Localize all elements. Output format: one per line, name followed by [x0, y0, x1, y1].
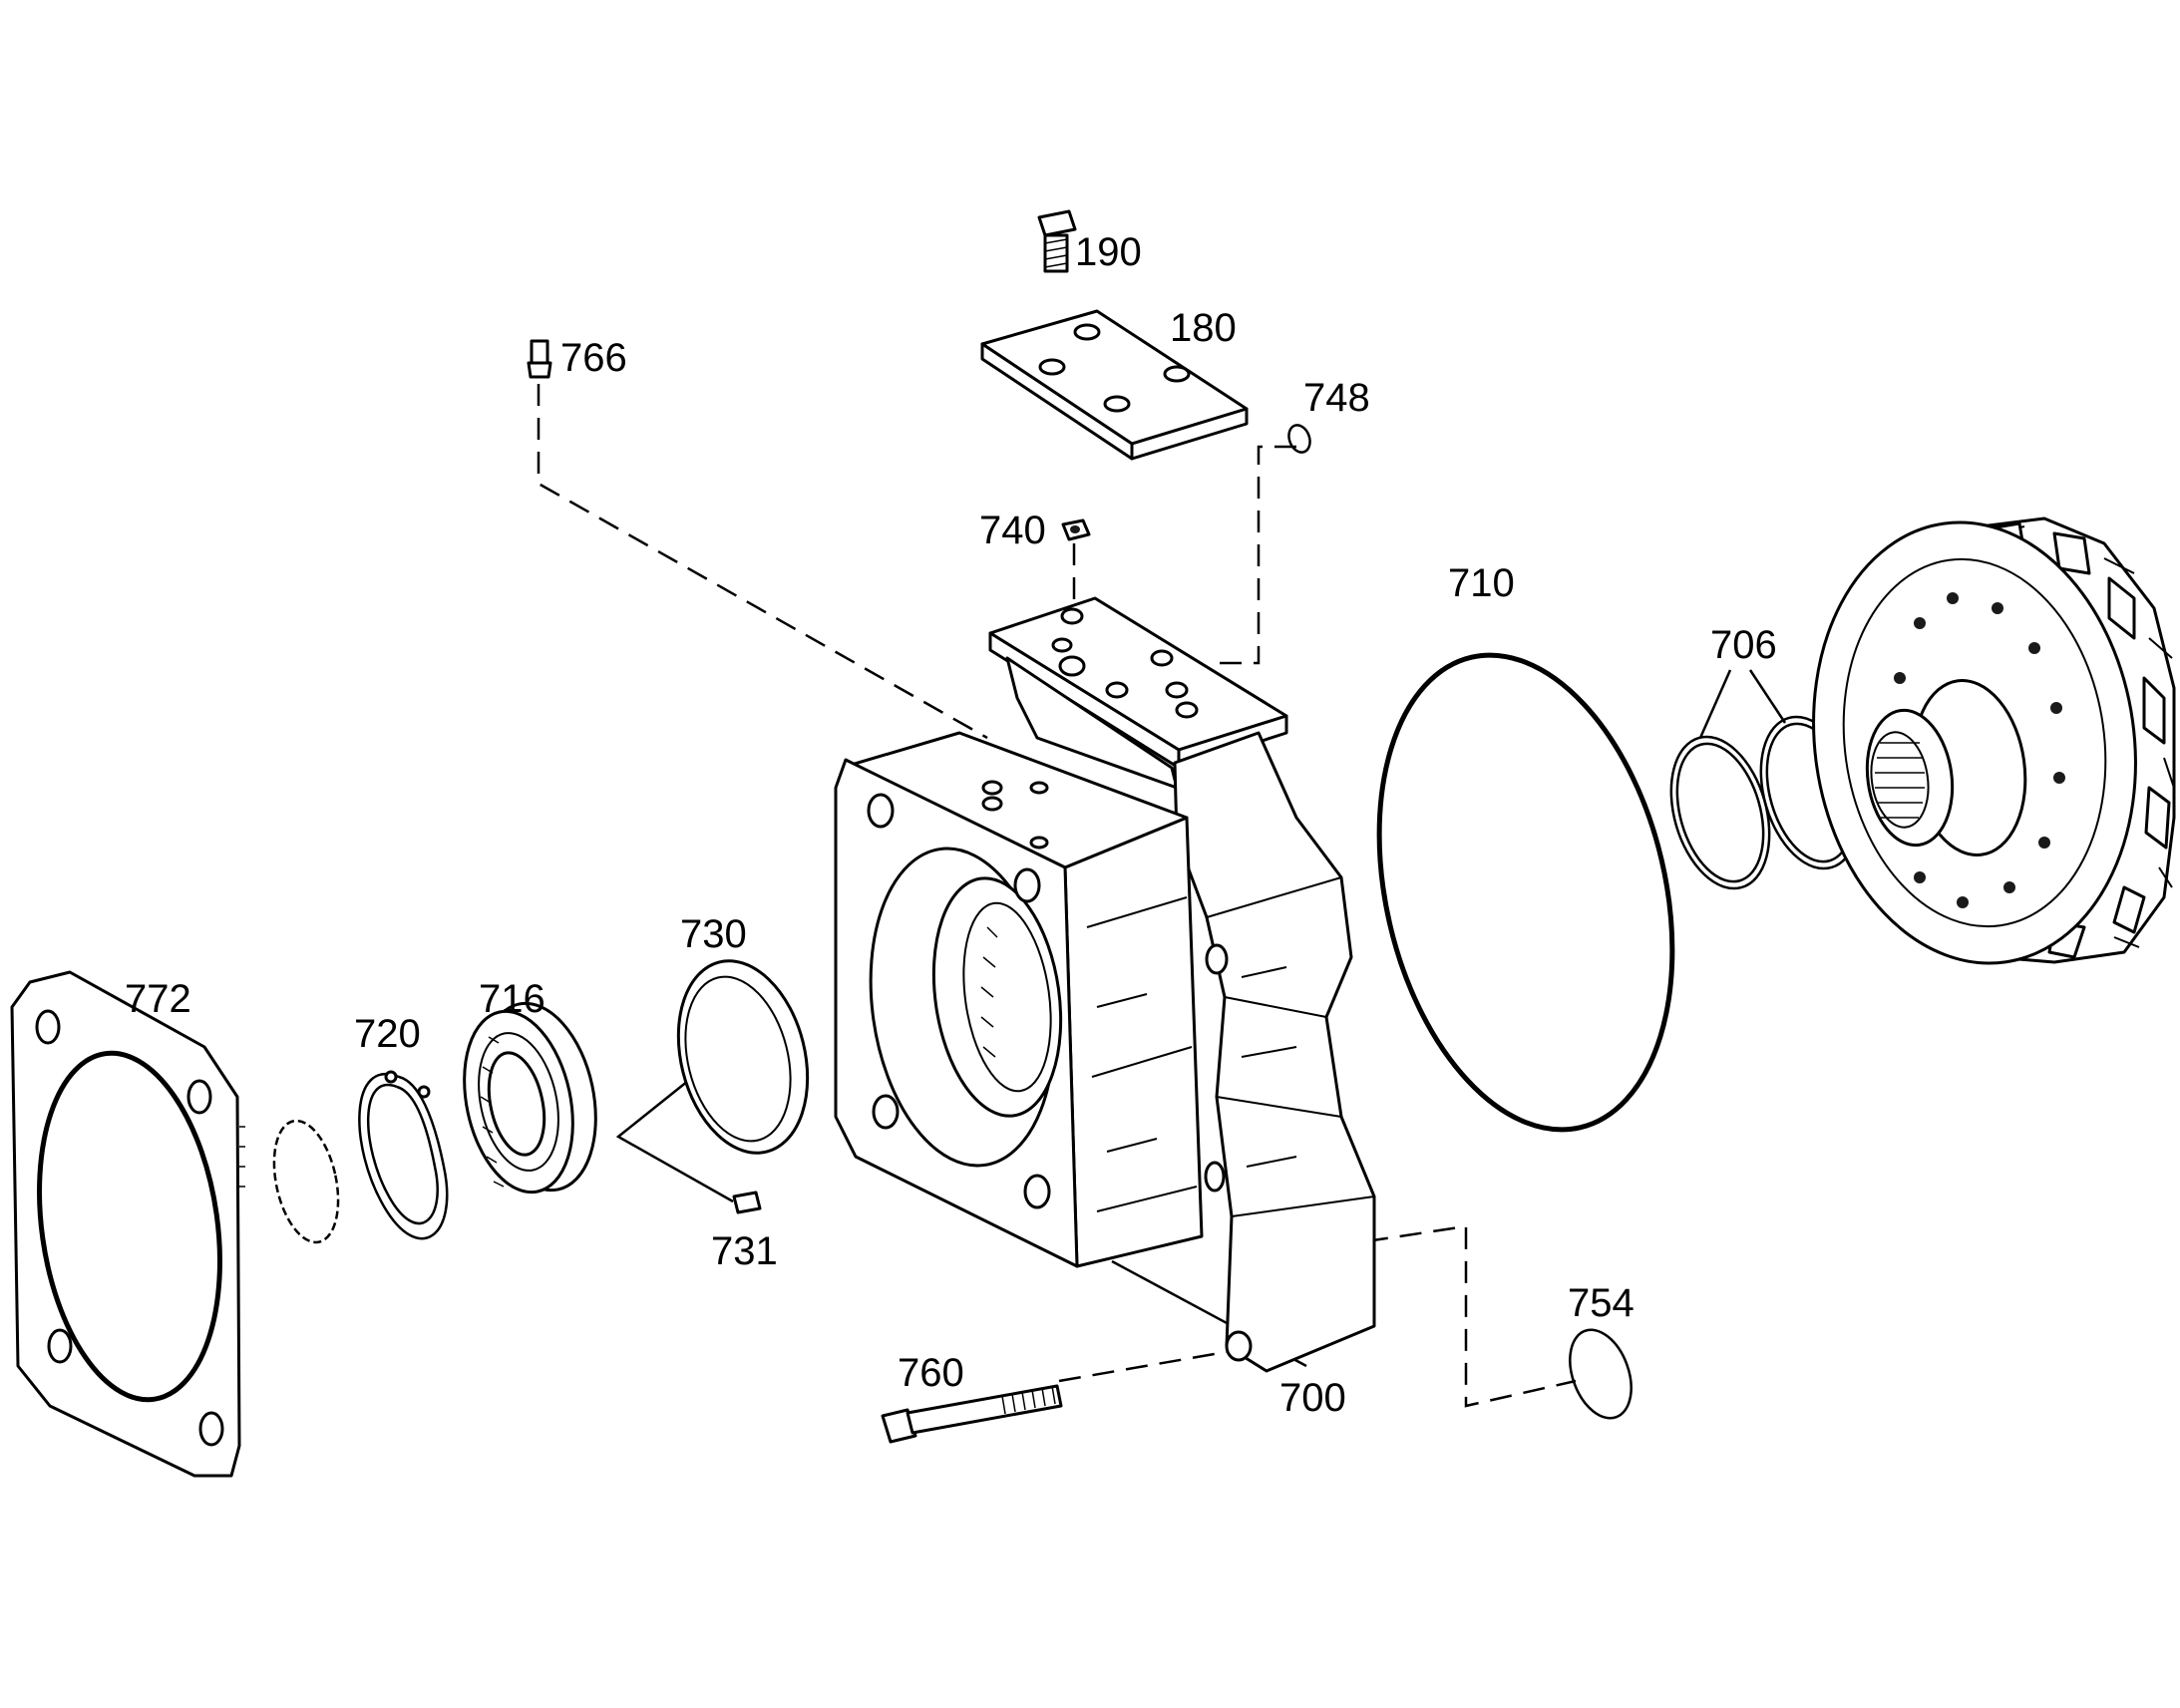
part-772-gasket — [10, 970, 245, 1478]
label-716: 716 — [479, 977, 545, 1021]
plate-hole-1 — [1073, 323, 1101, 341]
part-731-key — [732, 1191, 762, 1214]
part-760-bolt — [881, 1384, 1063, 1444]
wire-ring — [272, 1119, 340, 1244]
leader-731 — [615, 1064, 734, 1203]
part-710-large-o-ring — [1376, 652, 1675, 1133]
part-190-bolt — [1037, 209, 1077, 273]
leader-706-left — [1698, 669, 1732, 739]
clutch-drum-assembly — [1812, 516, 2176, 965]
assembly-line-766 — [537, 384, 988, 740]
part-720-snap-ring — [358, 1070, 449, 1240]
label-748: 748 — [1303, 376, 1370, 420]
leader-706-right — [1748, 669, 1787, 724]
label-720: 720 — [354, 1012, 421, 1056]
assembly-line-754 — [1365, 1224, 1577, 1408]
label-740: 740 — [979, 509, 1046, 552]
plate-hole-4 — [1103, 395, 1131, 413]
label-180: 180 — [1170, 306, 1237, 350]
label-710: 710 — [1448, 561, 1515, 605]
part-labels: 190 180 766 748 740 710 706 730 772 720 … — [125, 230, 1777, 1420]
part-730-seal — [676, 959, 810, 1155]
part-180-cover-plate — [980, 309, 1249, 461]
label-766: 766 — [560, 336, 627, 380]
label-731: 731 — [711, 1229, 778, 1273]
part-748-o-ring — [1287, 424, 1311, 454]
assembly-line-760 — [1058, 1349, 1233, 1383]
plate-hole-2 — [1038, 358, 1066, 376]
part-716-bearing — [463, 1001, 597, 1195]
assembly-line-748 — [1212, 445, 1296, 665]
label-772: 772 — [125, 977, 191, 1021]
label-760: 760 — [898, 1351, 964, 1395]
part-754-o-ring — [1569, 1328, 1633, 1420]
part-766-plug — [527, 339, 552, 379]
label-706: 706 — [1710, 623, 1777, 667]
part-700-housing — [834, 596, 1376, 1373]
label-730: 730 — [680, 912, 747, 956]
plate-hole-3 — [1163, 365, 1191, 383]
label-700: 700 — [1279, 1376, 1346, 1420]
label-190: 190 — [1075, 230, 1142, 274]
label-754: 754 — [1568, 1281, 1635, 1325]
part-740-nut — [1061, 518, 1091, 541]
